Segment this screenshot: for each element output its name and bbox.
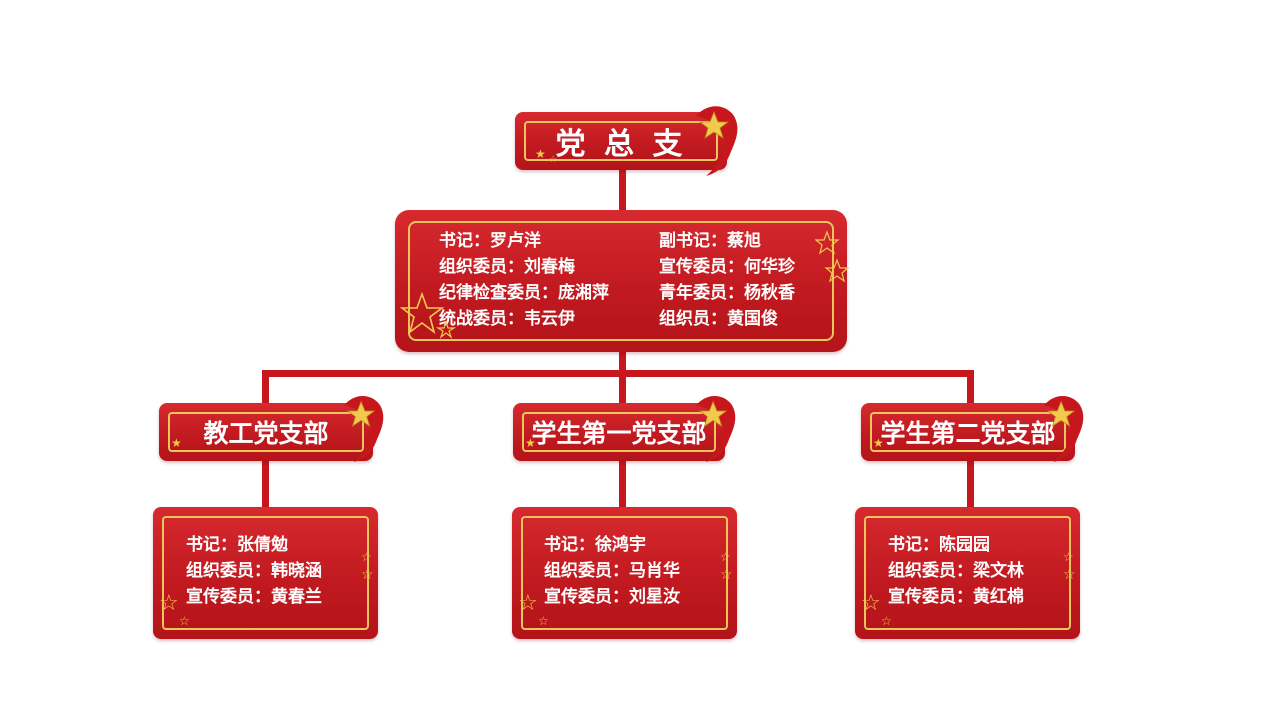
star-icon: ★ xyxy=(525,436,536,450)
branch-member: 书记：陈园园 xyxy=(888,535,990,555)
branch-members-box: 书记：张倩勉 组织委员：韩晓涵 宣传委员：黄春兰 ☆ ☆ ☆ ☆ xyxy=(153,507,378,639)
star-icon: ☆ xyxy=(538,614,549,628)
connector-bus-left xyxy=(262,370,269,405)
star-icon: ☆ xyxy=(881,614,892,628)
committee-member: 组织委员：刘春梅 xyxy=(439,257,575,277)
star-icon: ☆ xyxy=(179,614,190,628)
branch-member: 组织委员：梁文林 xyxy=(888,561,1024,581)
star-icon: ☆ xyxy=(1063,550,1074,564)
branch-members: 书记：陈园园 组织委员：梁文林 宣传委员：黄红棉 xyxy=(888,532,1024,610)
branch-member: 书记：张倩勉 xyxy=(186,535,288,555)
connector-horizontal-bus xyxy=(262,370,974,377)
branch-members: 书记：徐鸿宇 组织委员：马肖华 宣传委员：刘星汝 xyxy=(544,532,680,610)
branch-member: 组织委员：韩晓涵 xyxy=(186,561,322,581)
branch-member: 宣传委员：黄红棉 xyxy=(888,587,1024,607)
committee-right-column: 副书记：蔡旭 宣传委员：何华珍 青年委员：杨秋香 组织员：黄国俊 xyxy=(659,228,795,332)
star-icon: ☆ xyxy=(159,591,179,616)
root-node: 党 总 支 ★ ☆ xyxy=(515,112,727,170)
committee-member: 统战委员：韦云伊 xyxy=(439,309,575,329)
star-icon: ★ xyxy=(873,436,884,450)
star-icon: ☆ xyxy=(861,591,881,616)
star-icon: ☆ xyxy=(518,591,538,616)
branch-title: 教工党支部 xyxy=(203,419,329,448)
committee-member: 副书记：蔡旭 xyxy=(659,231,761,251)
root-title: 党 总 支 xyxy=(555,127,687,162)
branch-member: 组织委员：马肖华 xyxy=(544,561,680,581)
committee-left-column: 书记：罗卢洋 组织委员：刘春梅 纪律检查委员：庞湘萍 统战委员：韦云伊 xyxy=(439,228,609,332)
connector-branch-2-down xyxy=(619,460,626,510)
branch-members: 书记：张倩勉 组织委员：韩晓涵 宣传委员：黄春兰 xyxy=(186,532,322,610)
committee-member: 组织员：黄国俊 xyxy=(659,309,778,329)
branch-member: 宣传委员：刘星汝 xyxy=(544,587,680,607)
star-icon: ★ xyxy=(171,436,182,450)
connector-bus-right xyxy=(967,370,974,405)
committee-member: 青年委员：杨秋香 xyxy=(659,283,795,303)
star-icon: ☆ xyxy=(720,550,731,564)
branch-members-box: 书记：陈园园 组织委员：梁文林 宣传委员：黄红棉 ☆ ☆ ☆ ☆ xyxy=(855,507,1080,639)
branch-title-box: 学生第二党支部 ★ xyxy=(861,403,1075,461)
connector-branch-3-down xyxy=(967,460,974,510)
star-icon: ☆ xyxy=(720,567,733,583)
star-icon: ☆ xyxy=(361,550,372,564)
branch-member: 书记：徐鸿宇 xyxy=(544,535,646,555)
committee-member: 书记：罗卢洋 xyxy=(439,231,541,251)
branch-title: 学生第二党支部 xyxy=(880,419,1056,448)
connector-committee-down xyxy=(619,350,626,405)
branch-title-box: 学生第一党支部 ★ xyxy=(513,403,725,461)
committee-member: 纪律检查委员：庞湘萍 xyxy=(439,283,609,303)
branch-members-box: 书记：徐鸿宇 组织委员：马肖华 宣传委员：刘星汝 ☆ ☆ ☆ ☆ xyxy=(512,507,737,639)
branch-title: 学生第一党支部 xyxy=(531,419,707,448)
star-icon: ☆ xyxy=(549,155,558,165)
star-icon: ★ xyxy=(535,147,546,161)
branch-member: 宣传委员：黄春兰 xyxy=(186,587,322,607)
committee-node: 书记：罗卢洋 组织委员：刘春梅 纪律检查委员：庞湘萍 统战委员：韦云伊 副书记：… xyxy=(395,210,847,352)
connector-root-to-committee xyxy=(619,170,626,212)
connector-branch-1-down xyxy=(262,460,269,510)
committee-member: 宣传委员：何华珍 xyxy=(659,257,795,277)
star-icon: ☆ xyxy=(361,567,374,583)
branch-title-box: 教工党支部 ★ xyxy=(159,403,373,461)
star-icon: ☆ xyxy=(1063,567,1076,583)
